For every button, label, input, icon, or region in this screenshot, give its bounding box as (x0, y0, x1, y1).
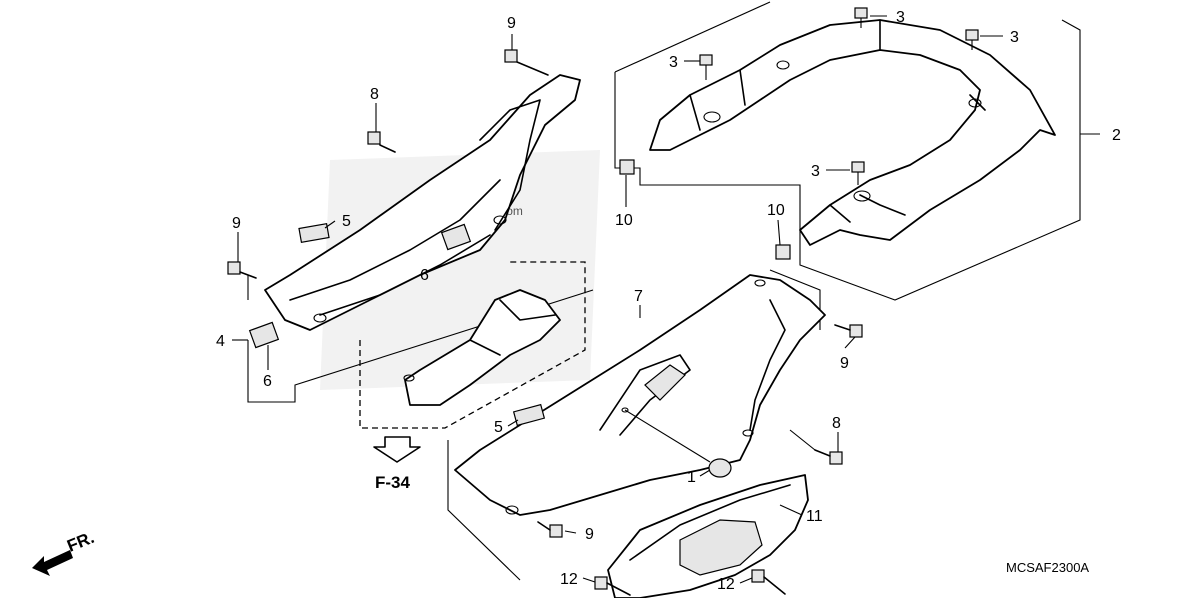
screw-9-left (227, 261, 257, 279)
callout-9-right-upper: 9 (840, 355, 849, 372)
callout-2: 2 (1112, 127, 1121, 144)
reference-page-label: F-34 (375, 473, 411, 492)
group-bracket (614, 19, 1081, 301)
bolt-3-lower (851, 161, 865, 185)
diagram-code: MCSAF2300A (1006, 560, 1089, 575)
callout-12-left: 12 (560, 571, 578, 588)
callout-10-left: 10 (615, 212, 633, 229)
grab-rail-assembly (614, 1, 1081, 301)
plug-1 (708, 458, 732, 478)
reference-arrow (373, 436, 421, 463)
screw-9-top (504, 49, 549, 76)
callout-9-left: 9 (232, 215, 241, 232)
clip-10-a (619, 159, 635, 175)
callout-3-right: 3 (1010, 29, 1019, 46)
callout-3-lower: 3 (811, 163, 820, 180)
bolt-3-left (699, 54, 713, 80)
callout-8-left: 8 (370, 86, 379, 103)
screw-8-left (367, 131, 396, 153)
callout-7: 7 (634, 288, 643, 305)
callout-5-left: 5 (342, 213, 351, 230)
callout-6-lower: 6 (263, 373, 272, 390)
front-direction-indicator: FR. (32, 528, 97, 576)
right-side-cover-assembly (447, 269, 863, 581)
pad-6-upper (440, 223, 472, 251)
left-side-cover-assembly (227, 49, 594, 403)
screw-9-right-lower (537, 521, 563, 538)
callout-3-top: 3 (896, 9, 905, 26)
callout-4: 4 (216, 333, 225, 350)
callout-9-top: 9 (507, 15, 516, 32)
grab-rail (649, 19, 1056, 246)
callout-10-right: 10 (767, 202, 785, 219)
callout-9-right-lower: 9 (585, 526, 594, 543)
bolt-3-top (854, 7, 868, 28)
front-label: FR. (64, 528, 97, 556)
group-bracket-top (614, 1, 771, 73)
pad-6-lower (248, 321, 280, 349)
grommet-5-left (298, 222, 330, 244)
reference-box (359, 261, 586, 429)
callout-3-left: 3 (669, 54, 678, 71)
bolt-3-right (965, 29, 979, 50)
screw-12-right (751, 569, 786, 595)
left-side-cover (264, 74, 581, 331)
callout-11: 11 (806, 508, 823, 525)
callout-5-right: 5 (494, 419, 503, 436)
callouts: 9 8 9 4 5 6 6 7 3 3 3 3 2 10 10 9 8 5 1 … (216, 9, 1121, 593)
screw-8-right (789, 429, 843, 465)
clip-10-b (775, 244, 791, 260)
grommet-5-right (512, 403, 546, 427)
right-side-cover (454, 274, 826, 516)
callout-1: 1 (687, 469, 696, 486)
screw-9-right-upper (834, 324, 863, 338)
inner-bracket-reference: F-34 (359, 261, 586, 492)
callout-12-right: 12 (717, 576, 735, 593)
front-arrow-icon (32, 550, 73, 576)
screw-12-left (594, 576, 631, 596)
tail-cover-assembly (594, 474, 809, 598)
callout-8-right: 8 (832, 415, 841, 432)
group-bracket-left (247, 289, 594, 403)
group-bracket-right (447, 440, 521, 581)
leader-lines (232, 15, 1100, 584)
callout-6-upper: 6 (420, 267, 429, 284)
